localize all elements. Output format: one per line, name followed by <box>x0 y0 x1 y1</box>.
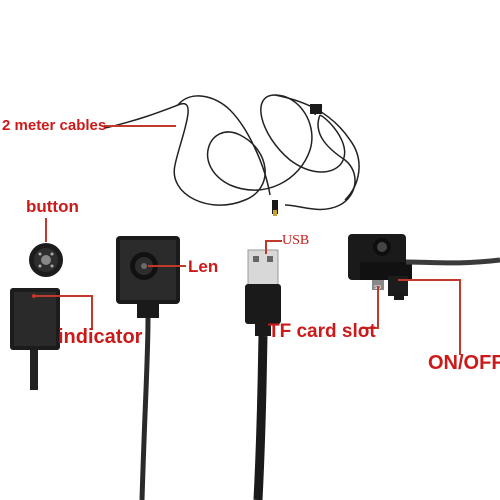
dvr-module-device: SD <box>348 234 500 300</box>
camera-lens-device <box>116 236 180 500</box>
cable-usb-tip <box>272 200 278 214</box>
usb-leader-line <box>265 240 282 254</box>
on-off-leader-line <box>398 279 461 355</box>
cables-label: 2 meter cables <box>2 117 107 134</box>
tf-card-slot-label: TF card slot <box>268 321 376 342</box>
indicator-device <box>10 288 60 390</box>
usb-label: USB <box>282 233 310 248</box>
indicator-label: indicator <box>58 326 143 348</box>
indicator-leader-line <box>32 295 93 330</box>
tf-card-leader-line <box>362 286 379 329</box>
len-label: Len <box>188 257 219 276</box>
button-label: button <box>26 197 79 216</box>
button-device <box>29 243 63 277</box>
coiled-cable <box>104 94 360 211</box>
usb-plug-device <box>245 249 281 500</box>
on-off-label: ON/OFF <box>428 352 500 374</box>
cable-connector <box>310 104 322 114</box>
